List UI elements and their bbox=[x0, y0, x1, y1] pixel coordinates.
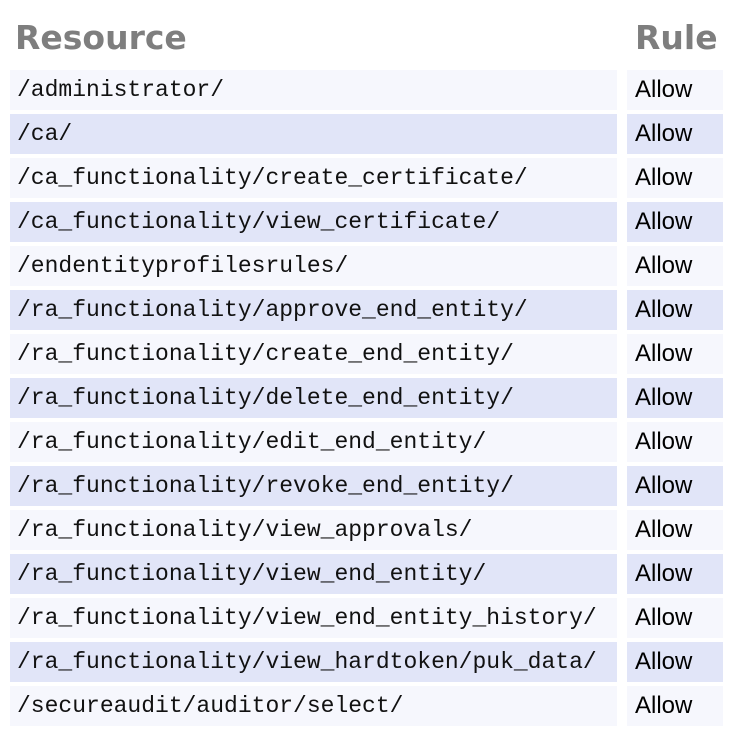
resource-cell: /ra_functionality/revoke_end_entity/ bbox=[10, 466, 617, 506]
resource-cell: /ra_functionality/view_end_entity_histor… bbox=[10, 598, 617, 638]
resource-cell: /endentityprofilesrules/ bbox=[10, 246, 617, 286]
resource-cell: /ca_functionality/create_certificate/ bbox=[10, 158, 617, 198]
table-row: /ca_functionality/view_certificate/ Allo… bbox=[10, 202, 746, 242]
resource-cell: /secureaudit/auditor/select/ bbox=[10, 686, 617, 726]
table-row: /ra_functionality/view_approvals/ Allow bbox=[10, 510, 746, 550]
rule-cell: Allow bbox=[627, 202, 723, 242]
table-row: /administrator/ Allow bbox=[10, 70, 746, 110]
rule-cell: Allow bbox=[627, 598, 723, 638]
rule-cell: Allow bbox=[627, 70, 723, 110]
table-row: /ra_functionality/revoke_end_entity/ All… bbox=[10, 466, 746, 506]
table-row: /ra_functionality/delete_end_entity/ All… bbox=[10, 378, 746, 418]
rule-cell: Allow bbox=[627, 466, 723, 506]
resource-cell: /ra_functionality/view_approvals/ bbox=[10, 510, 617, 550]
resource-cell: /ra_functionality/edit_end_entity/ bbox=[10, 422, 617, 462]
table-row: /ra_functionality/view_hardtoken/puk_dat… bbox=[10, 642, 746, 682]
table-row: /ra_functionality/view_end_entity/ Allow bbox=[10, 554, 746, 594]
rule-cell: Allow bbox=[627, 554, 723, 594]
resource-cell: /ra_functionality/view_hardtoken/puk_dat… bbox=[10, 642, 617, 682]
table-header-row: Resource Rule bbox=[10, 18, 746, 58]
resource-cell: /ra_functionality/create_end_entity/ bbox=[10, 334, 617, 374]
rule-cell: Allow bbox=[627, 290, 723, 330]
rule-cell: Allow bbox=[627, 378, 723, 418]
resource-cell: /ra_functionality/approve_end_entity/ bbox=[10, 290, 617, 330]
resource-cell: /ra_functionality/view_end_entity/ bbox=[10, 554, 617, 594]
rules-table-body: /administrator/ Allow /ca/ Allow /ca_fun… bbox=[10, 70, 746, 726]
resource-cell: /ra_functionality/delete_end_entity/ bbox=[10, 378, 617, 418]
rule-cell: Allow bbox=[627, 510, 723, 550]
resource-cell: /ca_functionality/view_certificate/ bbox=[10, 202, 617, 242]
column-header-rule: Rule bbox=[635, 18, 718, 57]
table-row: /ca_functionality/create_certificate/ Al… bbox=[10, 158, 746, 198]
rule-cell: Allow bbox=[627, 114, 723, 154]
rule-cell: Allow bbox=[627, 158, 723, 198]
table-row: /ca/ Allow bbox=[10, 114, 746, 154]
rule-cell: Allow bbox=[627, 686, 723, 726]
table-row: /ra_functionality/edit_end_entity/ Allow bbox=[10, 422, 746, 462]
table-row: /ra_functionality/create_end_entity/ All… bbox=[10, 334, 746, 374]
rule-cell: Allow bbox=[627, 642, 723, 682]
table-row: /ra_functionality/view_end_entity_histor… bbox=[10, 598, 746, 638]
rule-cell: Allow bbox=[627, 422, 723, 462]
table-row: /ra_functionality/approve_end_entity/ Al… bbox=[10, 290, 746, 330]
column-header-resource: Resource bbox=[15, 18, 187, 57]
rule-cell: Allow bbox=[627, 334, 723, 374]
resource-cell: /ca/ bbox=[10, 114, 617, 154]
resource-cell: /administrator/ bbox=[10, 70, 617, 110]
rule-cell: Allow bbox=[627, 246, 723, 286]
table-row: /secureaudit/auditor/select/ Allow bbox=[10, 686, 746, 726]
table-row: /endentityprofilesrules/ Allow bbox=[10, 246, 746, 286]
